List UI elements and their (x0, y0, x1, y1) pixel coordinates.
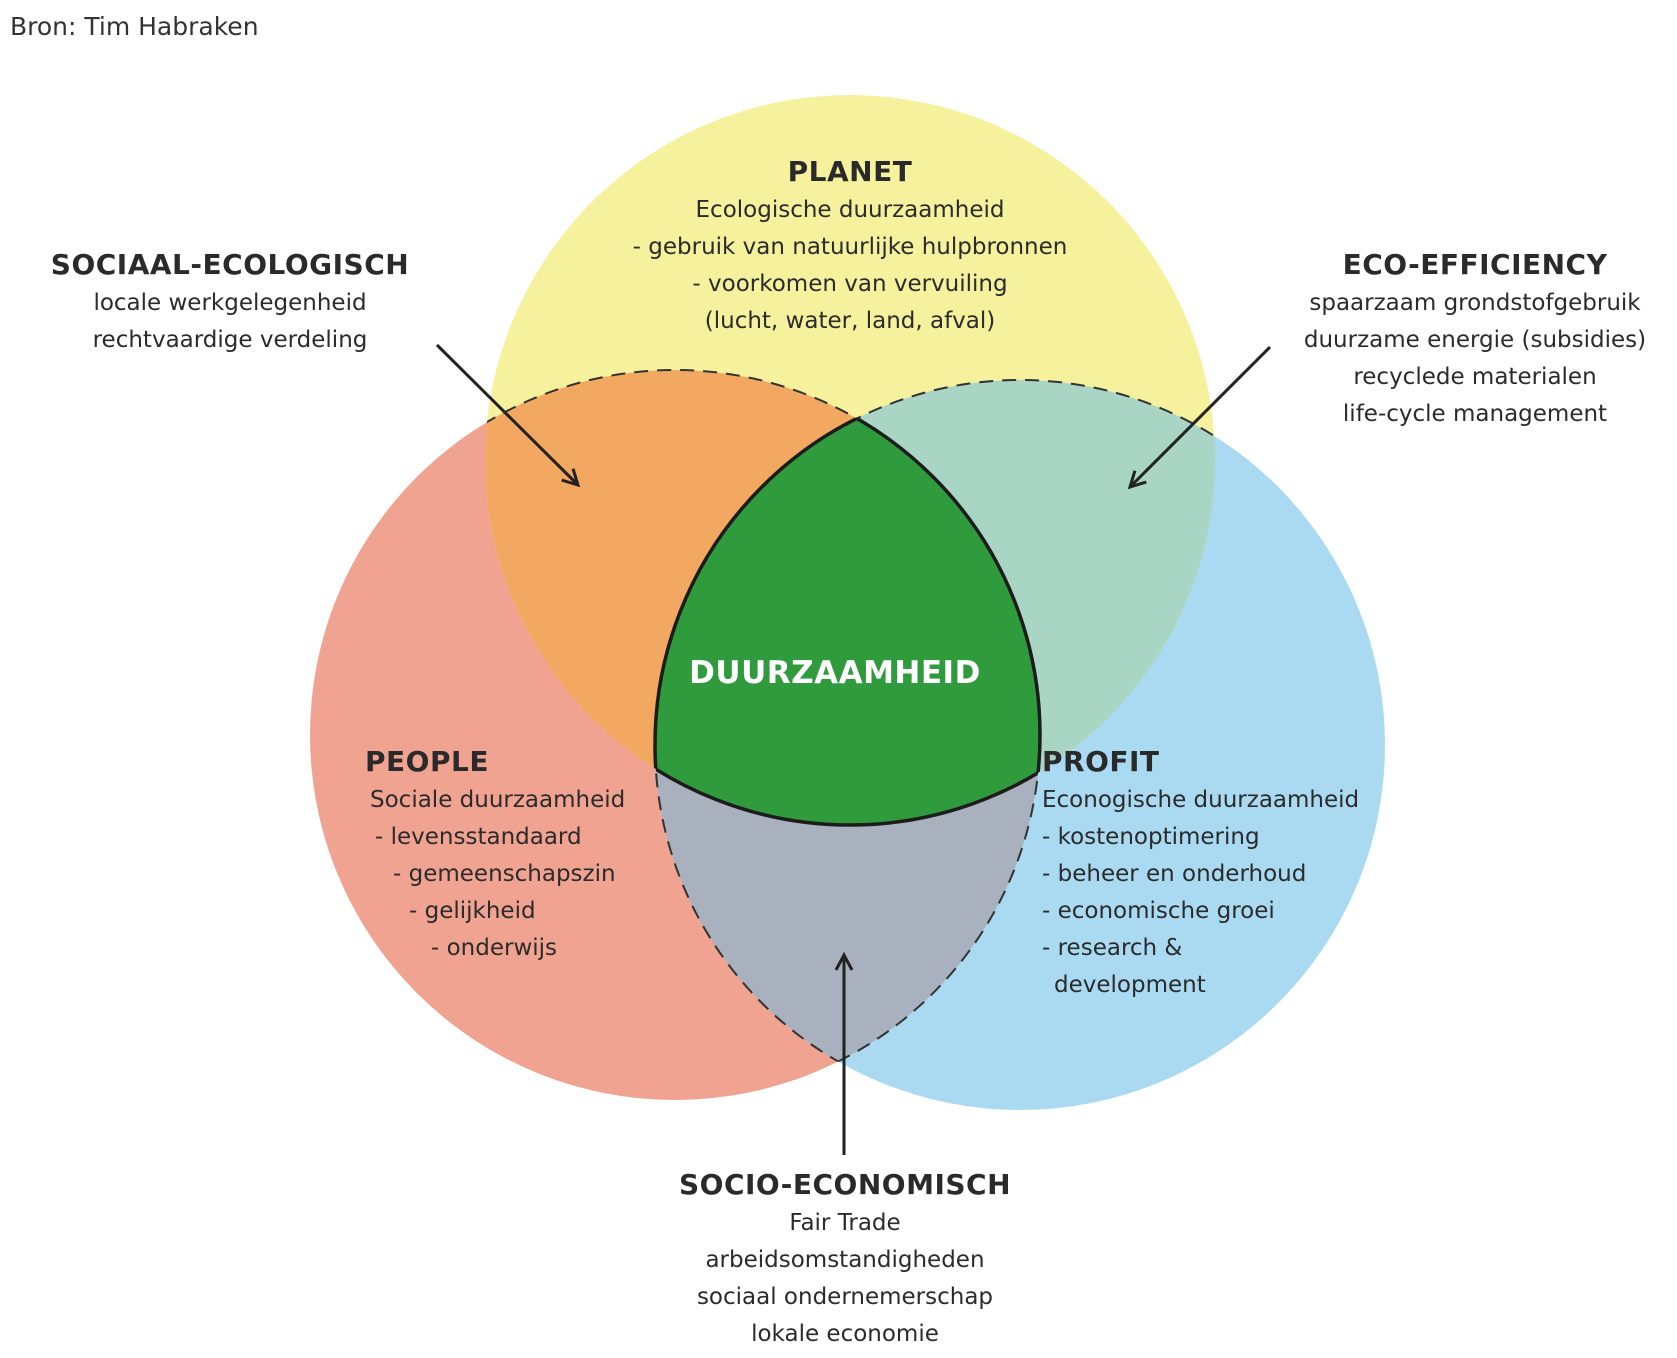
socio-economisch-line: sociaal ondernemerschap (696, 1284, 994, 1310)
socio-economisch-line: arbeidsomstandigheden (705, 1247, 985, 1273)
duurzaamheid-label: DUURZAAMHEID (689, 655, 981, 691)
center-outline-top (655, 380, 1040, 827)
eco-efficiency-block: ECO-EFFICIENCY spaarzaam grondstofgebrui… (1290, 248, 1660, 433)
planet-line: - voorkomen van vervuiling (692, 271, 1008, 297)
socio-economisch-block: SOCIO-ECONOMISCH Fair Trade arbeidsomsta… (660, 1168, 1030, 1353)
profit-line: - beheer en onderhoud (1042, 861, 1307, 887)
duurzaamheid-center (655, 380, 1040, 825)
socio-economisch-title: SOCIO-ECONOMISCH (678, 1168, 1012, 1201)
eco-efficiency-title: ECO-EFFICIENCY (1342, 248, 1608, 281)
source-credit: Bron: Tim Habraken (10, 12, 259, 41)
planet-title: PLANET (787, 155, 913, 188)
center-outline-left (655, 380, 1042, 825)
people-line: - gelijkheid (409, 898, 536, 924)
profit-title: PROFIT (1042, 745, 1160, 778)
socio-economisch-line: lokale economie (751, 1321, 939, 1347)
sociaal-ecologisch-line: locale werkgelegenheid (93, 290, 367, 316)
planet-line: Ecologische duurzaamheid (695, 197, 1005, 223)
people-line: - onderwijs (431, 935, 558, 961)
people-title: PEOPLE (365, 745, 489, 778)
planet-line: (lucht, water, land, afval) (704, 308, 996, 334)
people-line: - levensstandaard (375, 824, 582, 850)
eco-efficiency-line: duurzame energie (subsidies) (1303, 327, 1647, 353)
eco-efficiency-line: spaarzaam grondstofgebruik (1309, 290, 1641, 316)
profit-line: - research & (1042, 935, 1183, 961)
profit-line: - kostenoptimering (1042, 824, 1260, 850)
profit-block: PROFIT Econogische duurzaamheid - kosten… (1042, 745, 1362, 1004)
people-line: Sociale duurzaamheid (370, 787, 626, 813)
planet-line: - gebruik van natuurlijke hulpbronnen (632, 234, 1068, 260)
sociaal-ecologisch-block: SOCIAAL-ECOLOGISCH locale werkgelegenhei… (45, 248, 415, 359)
socio-economisch-line: Fair Trade (789, 1210, 901, 1236)
sociaal-ecologisch-line: rechtvaardige verdeling (92, 327, 368, 353)
eco-efficiency-line: recyclede materialen (1353, 364, 1597, 390)
people-block: PEOPLE Sociale duurzaamheid - levensstan… (365, 745, 665, 967)
arrow-eco-efficiency (1130, 345, 1272, 487)
sociaal-ecologisch-title: SOCIAAL-ECOLOGISCH (50, 248, 410, 281)
profit-line: Econogische duurzaamheid (1042, 787, 1360, 813)
eco-efficiency-line: life-cycle management (1342, 401, 1608, 427)
planet-block: PLANET Ecologische duurzaamheid - gebrui… (565, 155, 1135, 340)
arrow-sociaal-ecologisch (435, 343, 578, 485)
profit-line: - economische groei (1042, 898, 1275, 924)
people-line: - gemeenschapszin (393, 861, 616, 887)
profit-line: development (1054, 972, 1206, 998)
